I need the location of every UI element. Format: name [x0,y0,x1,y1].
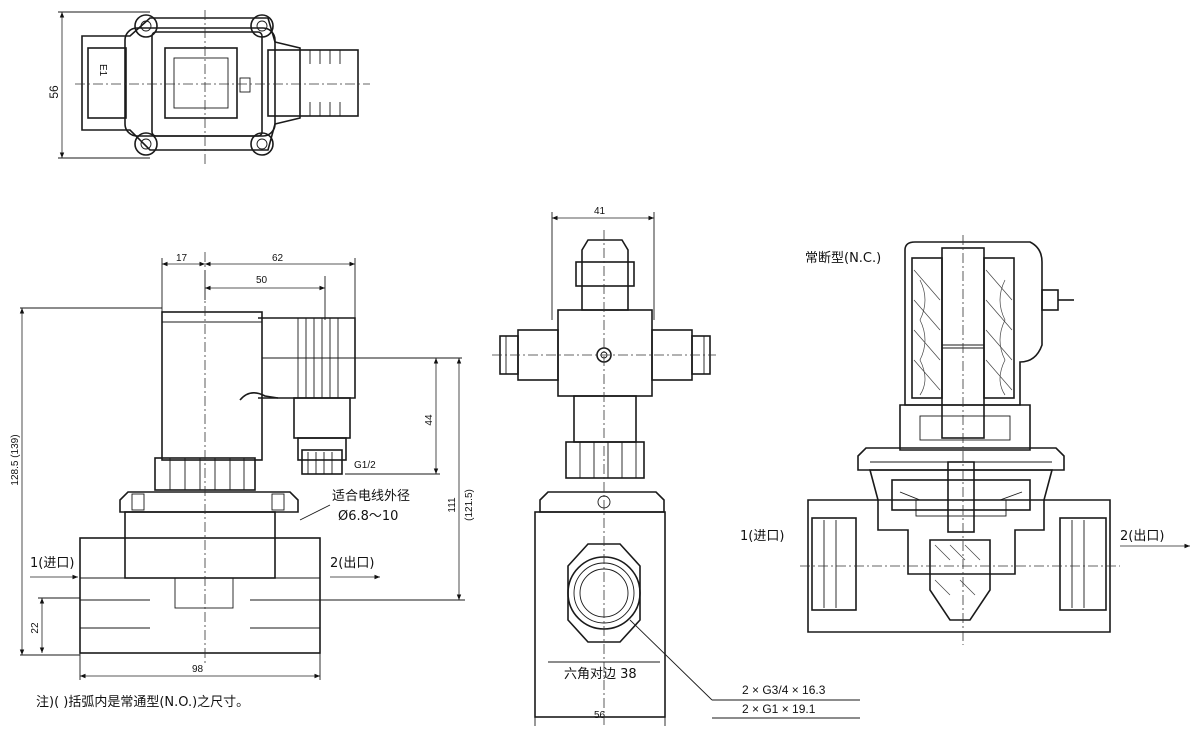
dim-44: 44 [424,414,435,426]
dim-62: 62 [272,253,284,264]
thread-label-1: 2 × G3/4 × 16.3 [742,683,826,697]
dim-111: 111 [447,497,458,513]
cable-label-2: Ø6.8～10 [338,509,398,524]
hex-label: 六角对边 38 [564,667,637,682]
front-view: 17 62 50 G1/2 44 [10,252,475,680]
side-view: 41 六角对边 38 [492,206,860,726]
dim-41: 41 [594,206,606,217]
dim-56-bottom: 56 [594,710,606,721]
dim-128-5: 128.5 (139) [10,434,21,485]
outlet-label-left: 2(出口) [330,556,374,571]
g12-label: G1/2 [354,460,376,471]
footnote: 注)( )括弧内是常通型(N.O.)之尺寸。 [36,694,249,710]
nc-label: 常断型(N.C.) [805,251,881,266]
outlet-label-right: 2(出口) [1120,529,1164,544]
cable-label-1: 适合电线外径 [332,489,410,504]
section-view: 常断型(N.C.) [740,235,1190,645]
inlet-label-left: 1(进口) [30,556,74,571]
thread-label-2: 2 × G1 × 19.1 [742,702,816,716]
dim-121-5: (121.5) [464,489,475,521]
inlet-label-right: 1(进口) [740,529,784,544]
svg-text:E1: E1 [97,64,108,77]
dim-56-top: 56 [47,85,61,99]
top-view: 56 E1 [47,10,370,165]
dim-17: 17 [176,253,188,264]
dim-98: 98 [192,664,204,675]
dim-22: 22 [30,622,41,634]
dim-50: 50 [256,275,268,286]
